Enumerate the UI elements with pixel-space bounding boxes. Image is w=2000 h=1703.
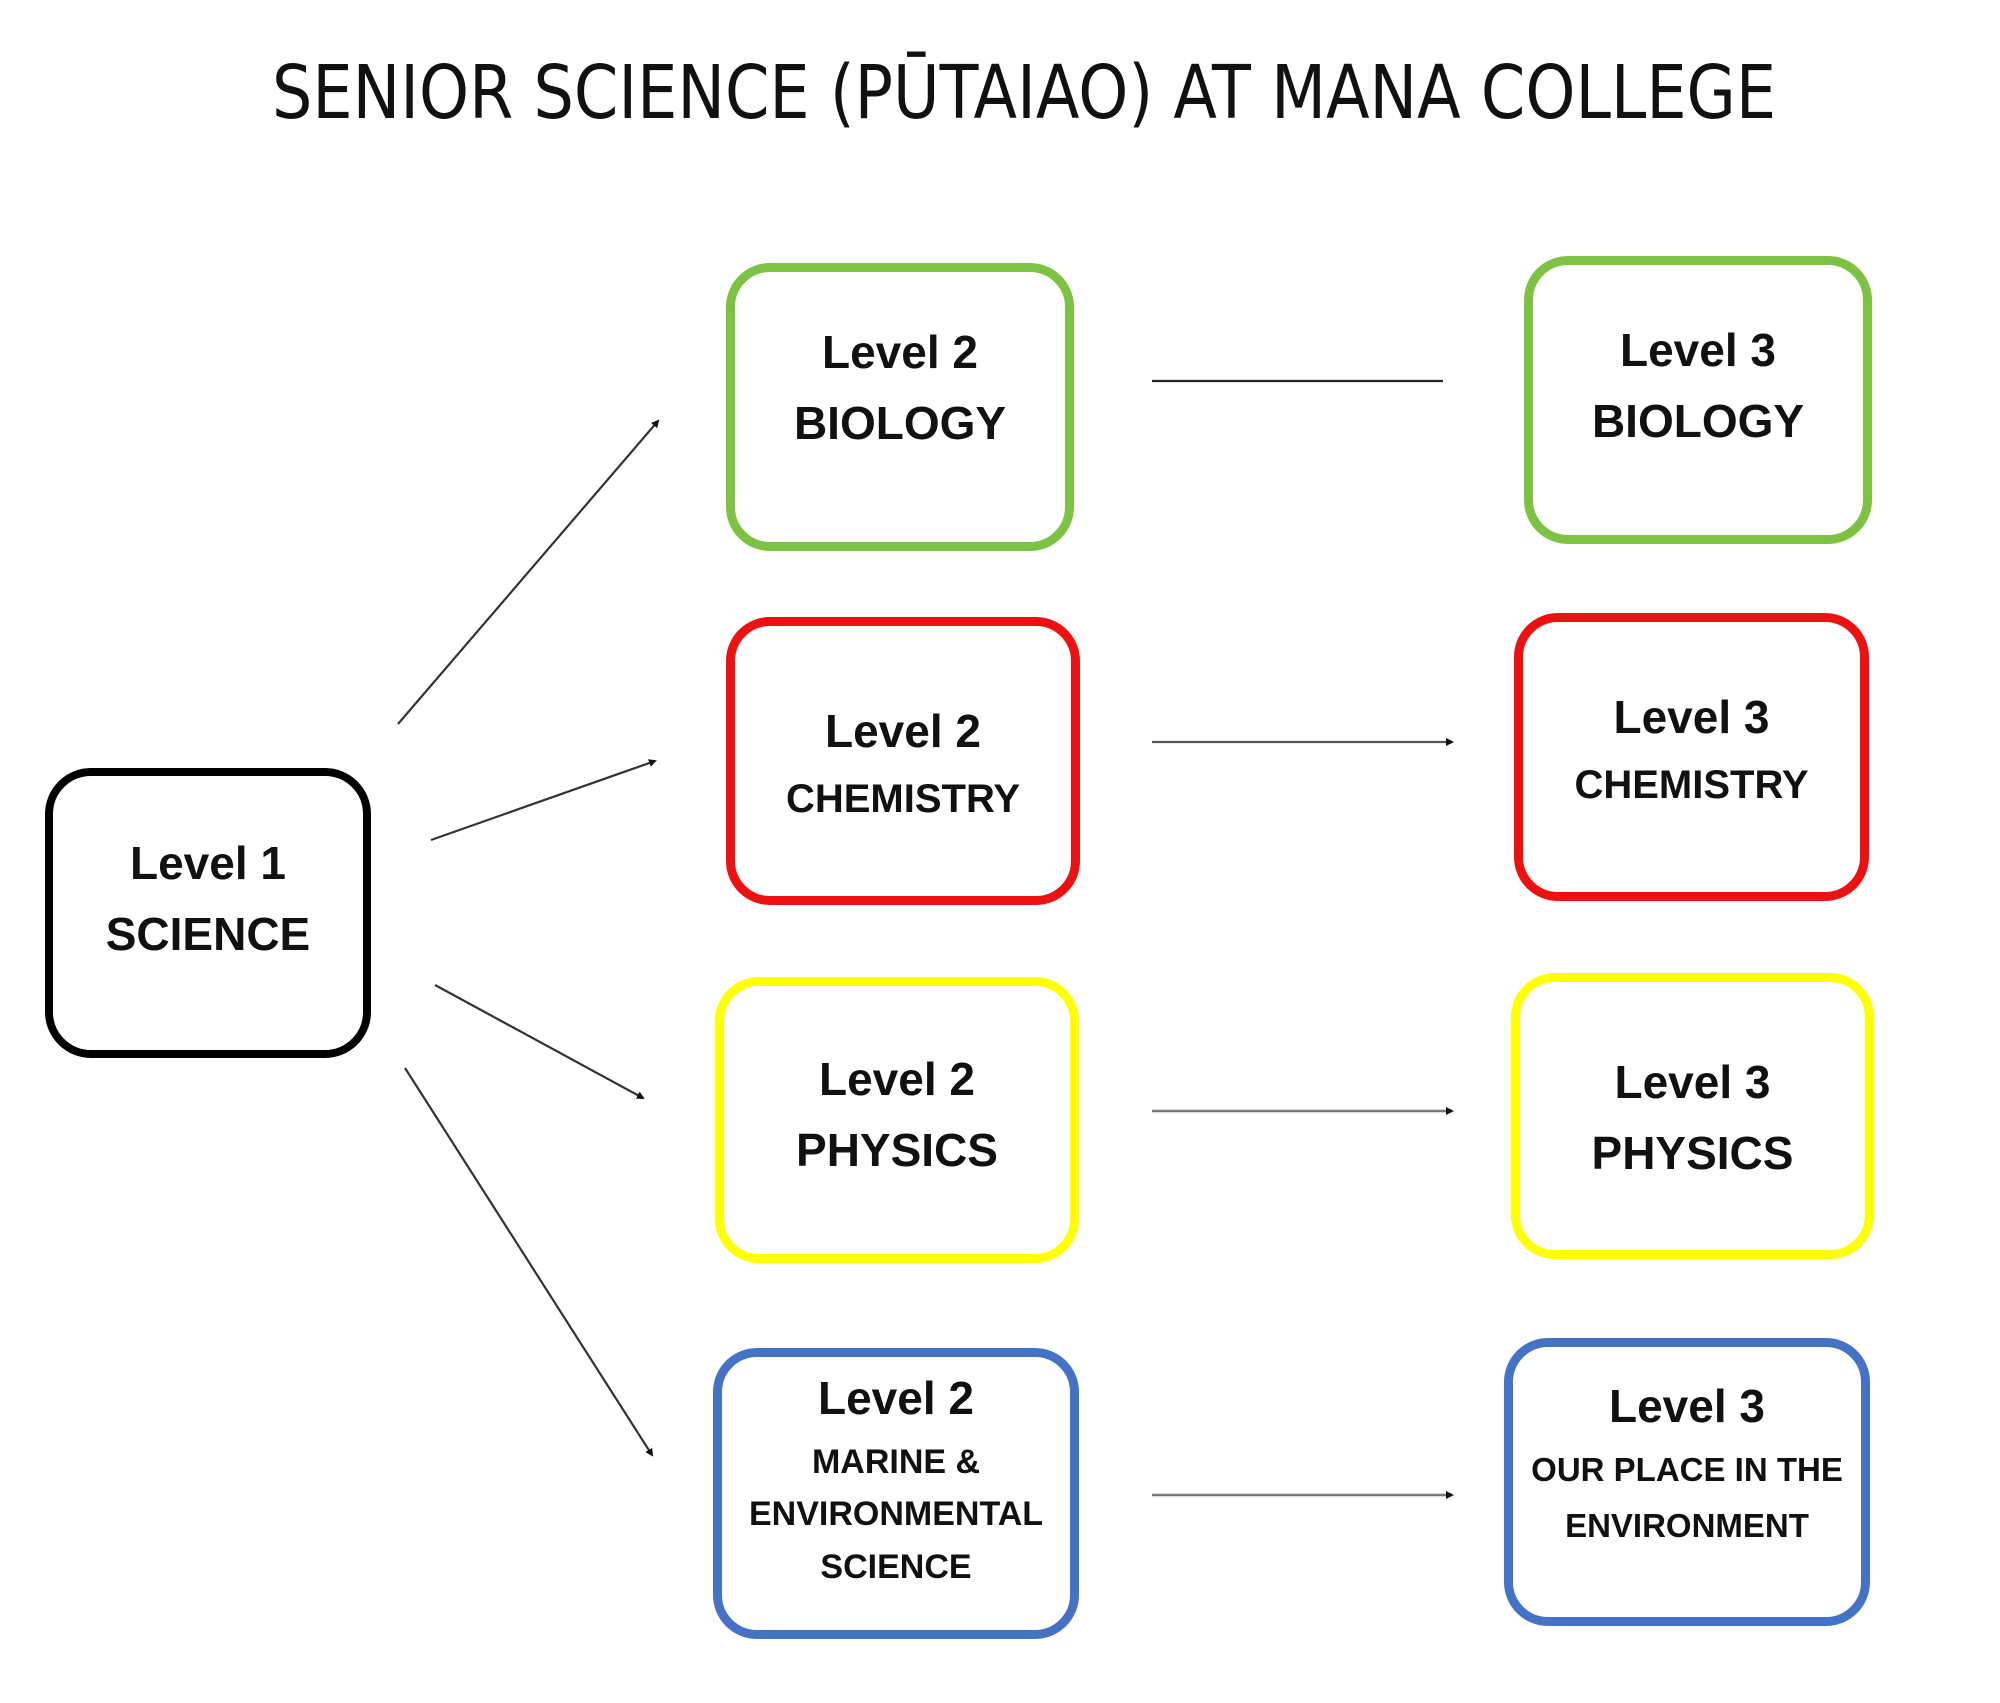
arrow-l1-to-l2-environment bbox=[404, 1067, 654, 1457]
arrow-l1-to-l2-physics bbox=[434, 984, 645, 1099]
arrow-l1-to-l2-biology bbox=[397, 419, 660, 725]
arrow-l1-to-l2-chemistry bbox=[430, 759, 657, 842]
subject-label: CHEMISTRY bbox=[1574, 762, 1809, 807]
level-label: Level 2 bbox=[825, 705, 981, 757]
level2-biology-box: Level 2 BIOLOGY bbox=[726, 263, 1074, 551]
level-label: Level 2 bbox=[818, 1372, 974, 1424]
level-label: Level 2 bbox=[819, 1053, 975, 1105]
subject-label: OUR PLACE IN THE ENVIRONMENT bbox=[1531, 1442, 1843, 1554]
subject-line: ENVIRONMENT bbox=[1565, 1506, 1809, 1544]
subject-line: OUR PLACE IN THE bbox=[1531, 1450, 1843, 1488]
level2-physics-box: Level 2 PHYSICS bbox=[715, 977, 1079, 1263]
level-label: Level 2 bbox=[822, 326, 978, 378]
subject-label: CHEMISTRY bbox=[785, 776, 1021, 821]
subject-label: MARINE & ENVIRONMENTAL SCIENCE bbox=[749, 1436, 1043, 1594]
level-label: Level 3 bbox=[1613, 691, 1770, 743]
level-label: Level 3 bbox=[1609, 1380, 1765, 1432]
subject-line: MARINE & bbox=[811, 1442, 981, 1481]
level3-biology-box: Level 3 BIOLOGY bbox=[1524, 256, 1872, 544]
level-label: Level 3 bbox=[1620, 324, 1776, 376]
level2-environment-box: Level 2 MARINE & ENVIRONMENTAL SCIENCE bbox=[713, 1348, 1079, 1639]
level-label: Level 1 bbox=[130, 837, 286, 889]
subject-label: SCIENCE bbox=[105, 907, 311, 960]
subject-label: PHYSICS bbox=[796, 1123, 998, 1176]
level2-chemistry-box: Level 2 CHEMISTRY bbox=[726, 617, 1080, 905]
page-title: SENIOR SCIENCE (PŪTAIAO) AT MANA COLLEGE bbox=[272, 50, 1777, 136]
level3-chemistry-box: Level 3 CHEMISTRY bbox=[1514, 613, 1869, 901]
subject-label: PHYSICS bbox=[1591, 1126, 1794, 1179]
subject-line: ENVIRONMENTAL bbox=[748, 1495, 1044, 1534]
subject-label: BIOLOGY bbox=[793, 396, 1007, 449]
level-label: Level 3 bbox=[1614, 1056, 1771, 1108]
level3-environment-box: Level 3 OUR PLACE IN THE ENVIRONMENT bbox=[1504, 1338, 1870, 1626]
subject-label: BIOLOGY bbox=[1591, 394, 1805, 447]
subject-line: SCIENCE bbox=[820, 1547, 972, 1586]
level1-science-box: Level 1 SCIENCE bbox=[45, 768, 371, 1058]
level3-physics-box: Level 3 PHYSICS bbox=[1511, 973, 1874, 1259]
